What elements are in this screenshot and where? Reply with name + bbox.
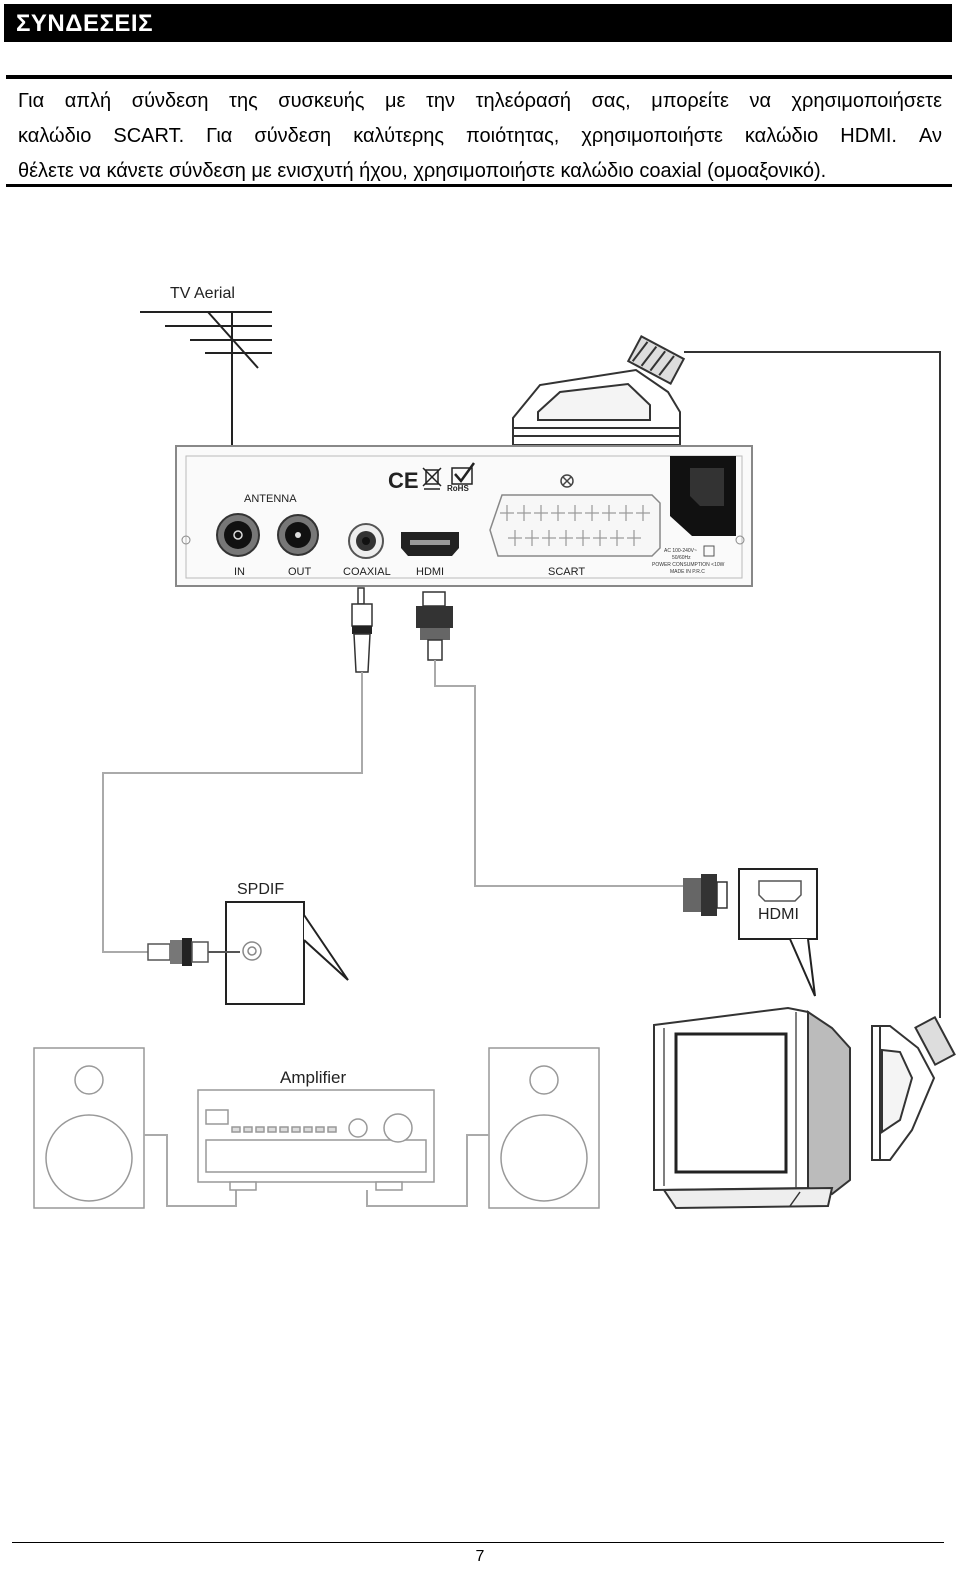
intro-paragraph: Για απλή σύνδεση της συσκευής με την τηλ… — [18, 84, 942, 189]
scart-label: SCART — [548, 566, 585, 578]
power-label-3: POWER CONSUMPTION <10W — [652, 562, 725, 568]
scart-port — [489, 474, 661, 557]
tv-hdmi-callout — [738, 868, 818, 997]
coaxial-cable — [102, 672, 363, 953]
weee-bin-icon — [422, 467, 442, 490]
connection-diagram: TV Aerial CE RoHS ANTENNA — [33, 285, 956, 1210]
amplifier — [197, 1089, 435, 1191]
scart-plug-top — [512, 335, 686, 446]
hdmi-plug — [416, 591, 453, 661]
out-label: OUT — [288, 566, 312, 578]
page-number: 7 — [475, 1548, 485, 1565]
amplifier-label: Amplifier — [280, 1068, 346, 1087]
scart-cable — [684, 351, 941, 1018]
tv-hdmi-plug — [683, 874, 728, 916]
spdif-rca-plug — [147, 938, 240, 966]
speaker-wires — [144, 1134, 489, 1207]
antenna-label: ANTENNA — [244, 493, 297, 505]
tv-aerial — [140, 311, 272, 512]
spdif-label: SPDIF — [237, 881, 284, 898]
hdmi-cable — [434, 660, 683, 887]
coaxial-jack — [348, 523, 384, 559]
rohs-label: RoHS — [447, 484, 469, 493]
hdmi-port-label: HDMI — [416, 566, 444, 578]
intro-line-2: καλώδιο SCART. Για σύνδεση καλύτερης ποι… — [18, 125, 942, 147]
intro-line-3: θέλετε να κάνετε σύνδεση με ενισχυτή ήχο… — [18, 160, 827, 182]
in-label: IN — [234, 566, 245, 578]
tv-hdmi-label: HDMI — [758, 906, 799, 923]
scart-plug-tv — [871, 1015, 956, 1161]
footer-divider — [12, 1542, 944, 1543]
spdif-callout — [225, 901, 349, 1005]
left-speaker — [33, 1047, 145, 1209]
section-title: ΣΥΝΔΕΣΕΙΣ — [16, 10, 153, 37]
power-label-4: MADE IN P.R.C — [670, 569, 705, 575]
rca-plug — [351, 587, 373, 673]
tv-aerial-label: TV Aerial — [170, 285, 235, 302]
intro-line-1: Για απλή σύνδεση της συσκευής με την τηλ… — [18, 90, 942, 112]
coaxial-label: COAXIAL — [343, 566, 391, 578]
antenna-in-connector — [216, 513, 260, 557]
antenna-out-connector — [277, 514, 319, 556]
power-inlet — [670, 456, 736, 557]
right-speaker — [488, 1047, 600, 1209]
ce-mark: CE — [388, 468, 419, 493]
section-header: ΣΥΝΔΕΣΕΙΣ — [4, 4, 952, 42]
bottom-divider — [6, 184, 952, 187]
top-divider — [6, 75, 952, 79]
power-label-1: AC 100-240V~ — [664, 548, 697, 554]
rohs-check-icon — [451, 462, 476, 485]
television — [653, 1006, 851, 1210]
power-label-2: 50/60Hz — [672, 555, 691, 561]
hdmi-port — [401, 532, 459, 556]
receiver-rear-panel: CE RoHS ANTENNA IN OUT — [175, 445, 753, 587]
